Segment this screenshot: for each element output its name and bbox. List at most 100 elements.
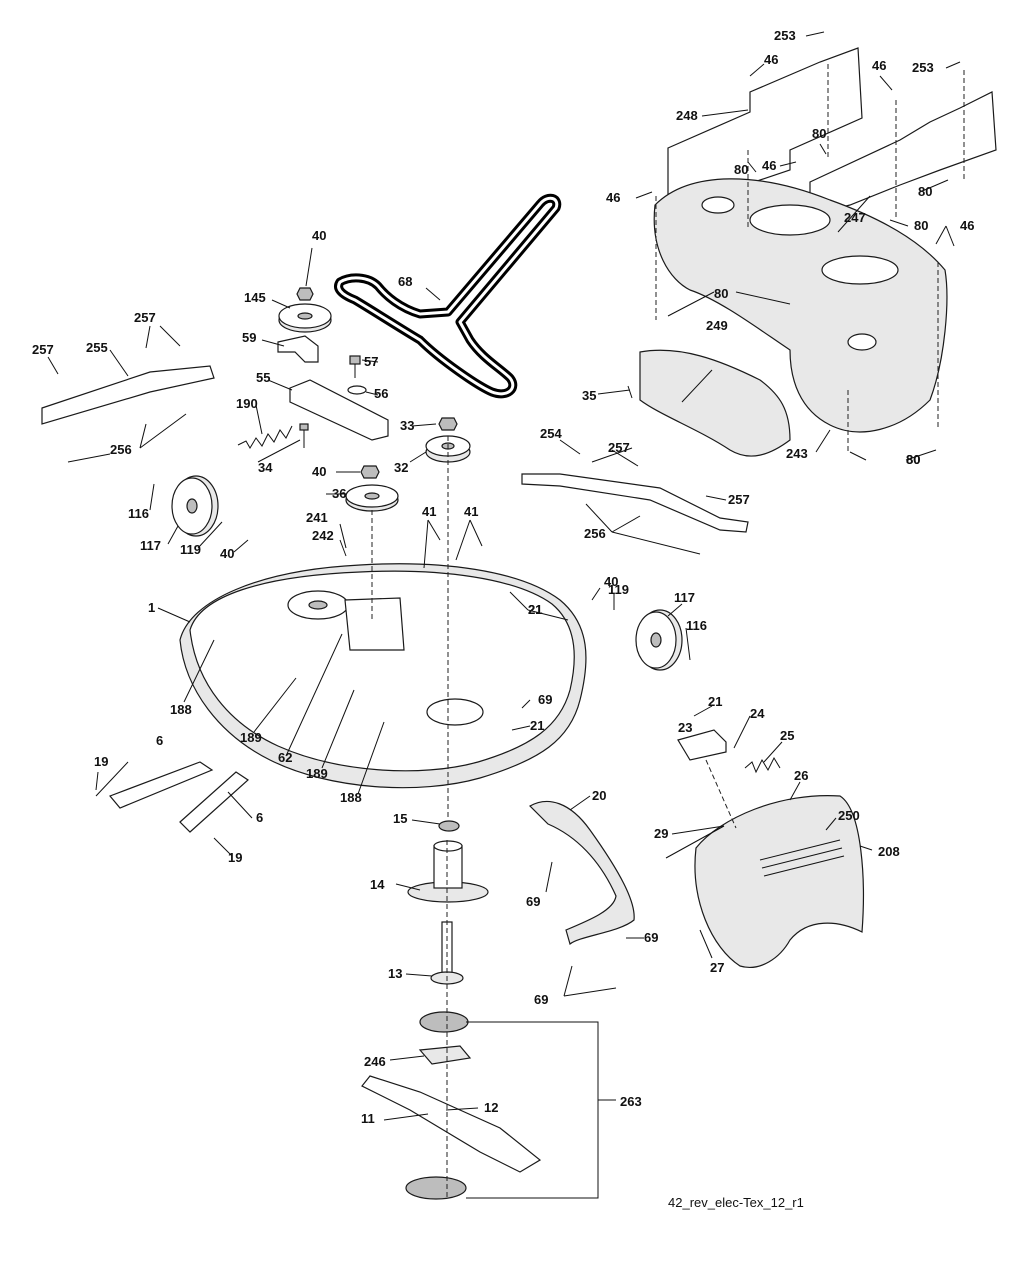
callout-55: 55 [256,370,270,385]
nut-33 [438,417,458,431]
idler-pulley-145 [278,303,332,333]
bracket-59 [277,335,319,363]
callout-62: 62 [278,750,292,765]
callout-246: 246 [364,1054,386,1069]
callout-250: 250 [838,808,860,823]
callout-35: 35 [582,388,596,403]
bearing-15 [438,820,460,832]
bolt-57 [349,355,361,378]
callout-80: 80 [906,452,920,467]
blade-adapter-263 [419,1011,469,1033]
mower-deck-1 [179,563,587,789]
callout-241: 241 [306,510,328,525]
callout-145: 145 [244,290,266,305]
drive-belt-68 [334,193,562,399]
callout-116: 116 [128,506,149,521]
callout-257: 257 [32,342,54,357]
spindle-housing-14 [407,840,489,903]
callout-188: 188 [170,702,192,717]
baffle-20 [529,800,635,946]
gauge-wheel-117-left [171,475,219,537]
callout-69: 69 [526,894,540,909]
callout-69: 69 [644,930,658,945]
callout-20: 20 [592,788,606,803]
callout-11: 11 [361,1111,375,1126]
callout-36: 36 [332,486,346,501]
nut-40-top [296,287,314,301]
callout-15: 15 [393,811,407,826]
callout-23: 23 [678,720,692,735]
callout-1: 1 [148,600,155,615]
gauge-wheel-117-right [635,609,683,671]
callout-189: 189 [240,730,262,745]
callout-labels: 1661112131415191920212121212324252627293… [32,28,974,1126]
belt-cover-243 [653,178,948,433]
callout-188: 188 [340,790,362,805]
callout-242: 242 [312,528,334,543]
diagram-reference-code: 42_rev_elec-Tex_12_r1 [668,1195,804,1210]
callout-19: 19 [228,850,242,865]
callout-46: 46 [762,158,776,173]
bracket-263 [466,1021,616,1199]
callout-25: 25 [780,728,794,743]
callout-243: 243 [786,446,808,461]
callout-57: 57 [364,354,378,369]
callout-21: 21 [708,694,722,709]
support-arm-255 [41,365,215,425]
callout-40: 40 [312,228,326,243]
callout-117: 117 [674,590,695,605]
callout-21: 21 [528,602,542,617]
chute-bracket-23 [677,729,727,761]
callout-41: 41 [422,504,436,519]
callout-68: 68 [398,274,412,289]
callout-119: 119 [608,582,629,597]
blade-11 [361,1075,542,1173]
callout-189: 189 [306,766,328,781]
callout-254: 254 [540,426,562,441]
pulley-36 [345,484,399,512]
support-arm-254 [521,473,749,533]
callout-257: 257 [728,492,750,507]
alignment-lines [371,64,965,1200]
callout-19: 19 [94,754,108,769]
callout-56: 56 [374,386,388,401]
callout-41: 41 [464,504,478,519]
idler-arm-55 [289,379,389,441]
callout-14: 14 [370,877,385,892]
discharge-chute-27 [694,794,864,968]
callout-80: 80 [914,218,928,233]
spring-190 [237,425,293,449]
callout-263: 263 [620,1094,642,1109]
callout-80: 80 [812,126,826,141]
callout-257: 257 [134,310,156,325]
callout-116: 116 [686,618,707,633]
callout-190: 190 [236,396,258,411]
callout-46: 46 [872,58,886,73]
callout-29: 29 [654,826,668,841]
callout-6: 6 [256,810,263,825]
callout-33: 33 [400,418,414,433]
nut-40-mid [360,465,380,479]
callout-12: 12 [484,1100,498,1115]
callout-40: 40 [312,464,326,479]
callout-26: 26 [794,768,808,783]
washer-56 [347,385,367,395]
callout-40: 40 [220,546,234,561]
callout-34: 34 [258,460,273,475]
callout-32: 32 [394,460,408,475]
callout-69: 69 [538,692,552,707]
callout-80: 80 [714,286,728,301]
callout-119: 119 [180,542,201,557]
leader-lines [47,31,961,1121]
bolt-34 [299,423,309,448]
callout-21: 21 [528,602,542,617]
callout-80: 80 [734,162,748,177]
callout-59: 59 [242,330,256,345]
blade-cup-263 [405,1176,467,1200]
callout-253: 253 [912,60,934,75]
callout-248: 248 [676,108,698,123]
lift-link-6-upper [108,761,214,809]
lift-link-6-lower [179,771,249,833]
callout-40: 40 [604,574,618,589]
